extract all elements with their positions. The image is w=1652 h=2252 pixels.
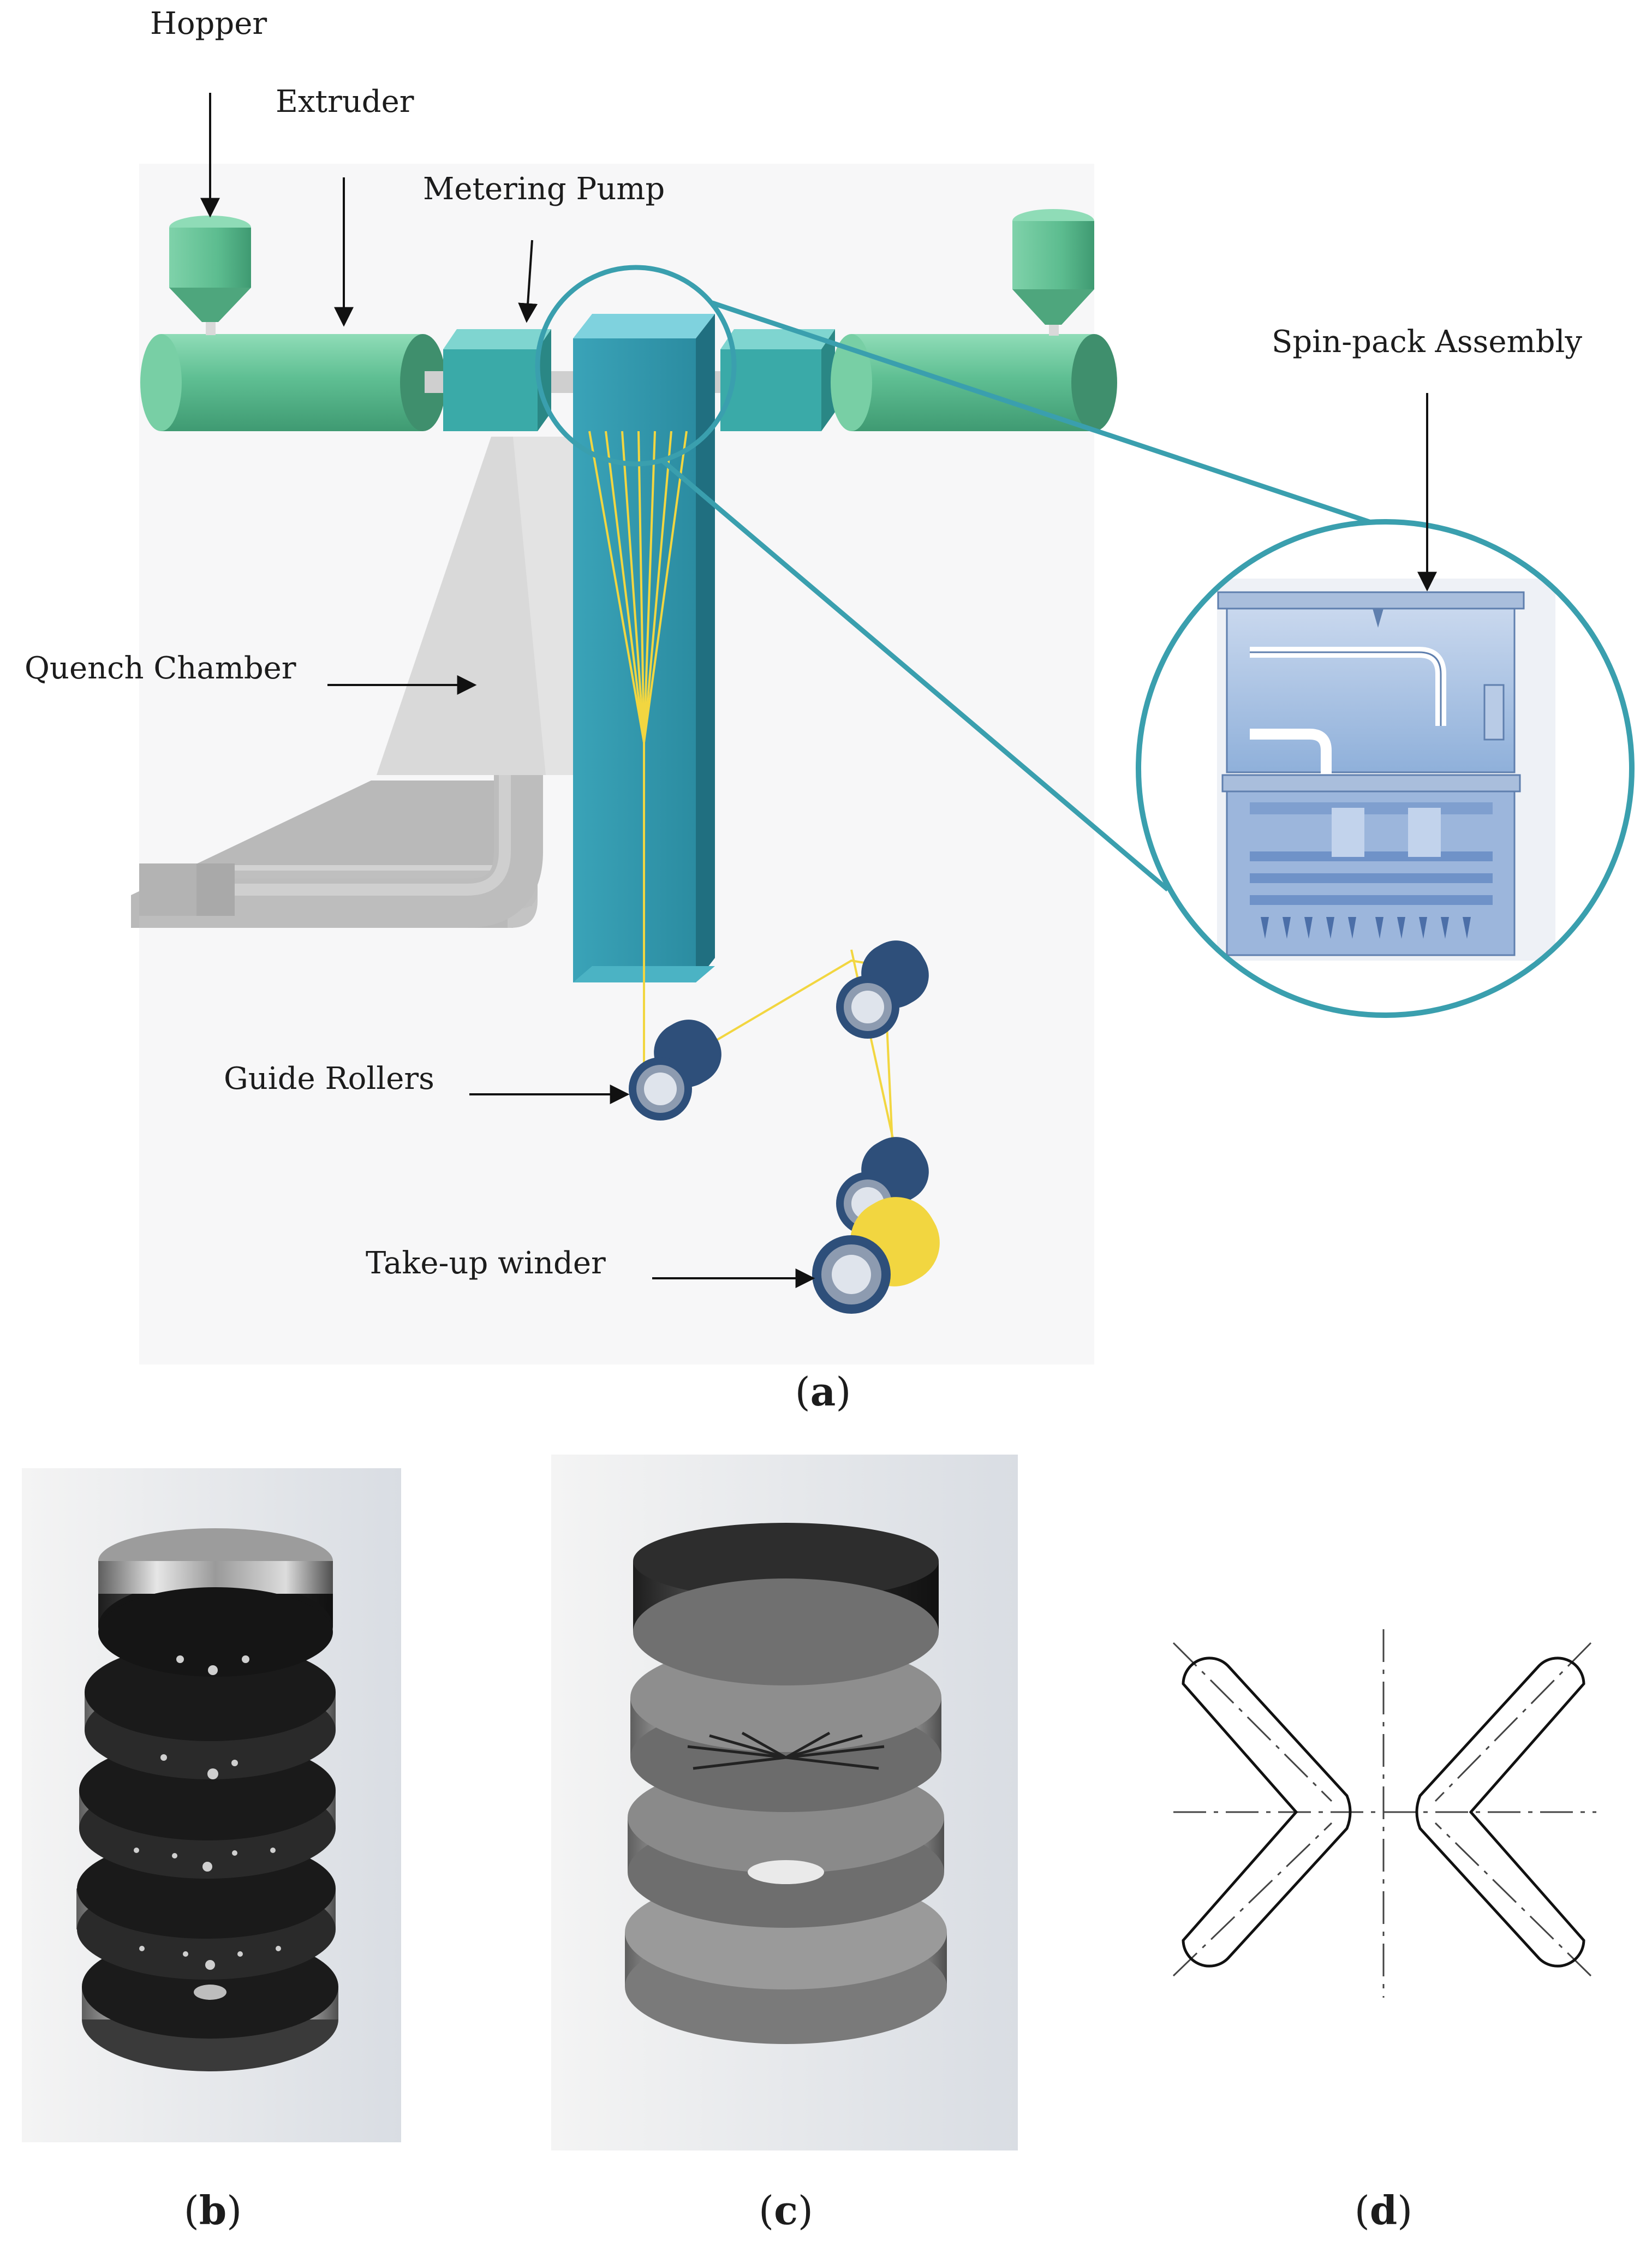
panel-c: (c) xyxy=(551,1455,1018,2233)
exhaust-duct xyxy=(139,775,543,928)
panel-b: (b) xyxy=(22,1468,401,2233)
label-quench-chamber: Quench Chamber xyxy=(25,651,296,686)
panel-a: Hopper Extruder Metering Pump Spin-pack … xyxy=(25,6,1635,1415)
caption-a: (a) xyxy=(795,1368,851,1415)
zoom-callout xyxy=(535,265,1374,892)
center-lines xyxy=(1172,1629,1596,1998)
metering-pump-right xyxy=(720,329,835,431)
v-slot-left xyxy=(1182,1657,1352,1968)
guide-roller-2 xyxy=(836,940,929,1039)
metering-pump-left xyxy=(443,329,551,431)
label-take-up-winder: Take-up winder xyxy=(366,1246,606,1281)
take-up-winder xyxy=(812,1197,940,1314)
caption-c: (c) xyxy=(759,2187,813,2233)
label-metering-pump: Metering Pump xyxy=(423,171,665,207)
extruder-right xyxy=(831,334,1117,431)
label-extruder: Extruder xyxy=(276,84,414,120)
caption-b: (b) xyxy=(184,2187,242,2233)
spin-pack-zoom xyxy=(1136,519,1635,1018)
v-slot-right xyxy=(1415,1657,1585,1968)
label-arrows xyxy=(200,93,1437,1288)
hopper-right xyxy=(1012,209,1094,336)
label-guide-rollers: Guide Rollers xyxy=(224,1061,434,1097)
label-spin-pack: Spin-pack Assembly xyxy=(1272,324,1582,360)
plate-stack-c xyxy=(625,1523,947,2044)
label-hopper: Hopper xyxy=(150,6,267,41)
guide-roller-1 xyxy=(629,1020,721,1121)
caption-d: (d) xyxy=(1355,2187,1413,2233)
plate-stack-b xyxy=(76,1528,338,2071)
panel-d: (d) xyxy=(1172,1629,1596,2233)
hopper-left xyxy=(169,216,251,335)
extruder-left xyxy=(140,334,446,431)
